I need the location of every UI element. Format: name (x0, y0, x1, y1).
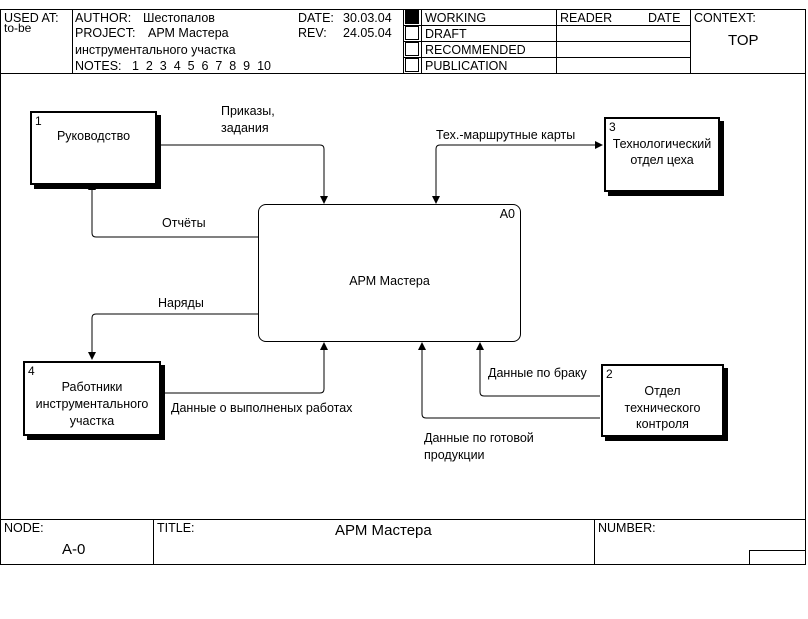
working-checkbox[interactable] (405, 10, 419, 24)
used-at-label: USED AT: (4, 11, 59, 25)
header-row-line (403, 41, 690, 42)
footer-divider (594, 519, 595, 565)
box-number: 1 (35, 114, 42, 128)
reader-date-label: DATE (648, 11, 681, 25)
arrow-label-work-orders: Наряды (158, 296, 204, 310)
main-activity-label: АРМ Мастера (349, 274, 430, 288)
arrow-work-orders (88, 313, 259, 360)
arrow-label-orders: Приказы, (221, 104, 275, 118)
author-label: AUTHOR: (75, 11, 132, 25)
arrow-work-data (162, 342, 328, 394)
project-value: АРМ Мастера (148, 26, 229, 40)
arrow-finished-data (418, 342, 600, 419)
status-working: WORKING (425, 11, 487, 25)
status-publication: PUBLICATION (425, 59, 508, 73)
arrow-label-reports: Отчёты (162, 216, 206, 230)
context-value: TOP (728, 32, 759, 49)
notes-label: NOTES: (75, 59, 122, 73)
box-number: 4 (28, 364, 35, 378)
box-label: инструментального (35, 397, 149, 411)
notes-value: 1 2 3 4 5 6 7 8 9 10 (132, 59, 271, 73)
box-label: участка (69, 414, 115, 428)
box-management[interactable]: 1 Руководство (30, 111, 157, 185)
arrow-label-finished-data: продукции (424, 448, 485, 462)
node-label: NODE: (4, 521, 44, 535)
project-value-line2: инструментального участка (75, 43, 236, 57)
recommended-checkbox[interactable] (405, 42, 419, 56)
rev-value: 24.05.04 (343, 26, 392, 40)
box-label: Работники (61, 380, 123, 394)
rev-label: REV: (298, 26, 327, 40)
node-value: A-0 (62, 541, 86, 558)
number-label: NUMBER: (598, 521, 656, 535)
publication-checkbox[interactable] (405, 58, 419, 72)
title-label: TITLE: (157, 521, 195, 535)
reader-label: READER (560, 11, 613, 25)
arrow-label-orders: задания (221, 121, 269, 135)
arrow-label-finished-data: Данные по готовой (424, 431, 534, 445)
arrow-label-tech-cards: Тех.-маршрутные карты (436, 128, 576, 142)
header-divider (690, 9, 691, 73)
box-tech-department[interactable]: 3 Технологический отдел цеха (604, 117, 720, 192)
box-label: Отдел (644, 384, 681, 398)
header-divider (72, 9, 73, 73)
status-draft: DRAFT (425, 27, 467, 41)
author-value: Шестопалов (143, 11, 215, 25)
header-bottom-border (0, 73, 806, 74)
box-label: технического (624, 401, 701, 415)
box-label: контроля (636, 417, 689, 431)
arrow-defect-data (476, 342, 600, 397)
draft-checkbox[interactable] (405, 26, 419, 40)
arrow-label-work-data: Данные о выполненых работах (171, 401, 353, 415)
project-label: PROJECT: (75, 26, 136, 40)
header-row-line (403, 57, 690, 58)
status-recommended: RECOMMENDED (425, 43, 526, 57)
box-label: Технологический (612, 137, 712, 151)
used-at-value: to-be (4, 21, 32, 35)
box-quality-control[interactable]: 2 Отдел технического контроля (601, 364, 724, 437)
header-row-line (403, 25, 690, 26)
footer-divider (153, 519, 154, 565)
main-activity-code: A0 (499, 207, 515, 221)
box-label: Руководство (56, 129, 131, 143)
footer-top-border (0, 519, 806, 520)
footer-page-box (749, 550, 806, 565)
box-label: отдел цеха (630, 153, 694, 167)
box-workers[interactable]: 4 Работники инструментального участка (23, 361, 161, 436)
date-label: DATE: (298, 11, 334, 25)
main-activity-box[interactable]: A0 АРМ Мастера (258, 204, 521, 342)
arrow-tech-cards-to-dept (435, 141, 603, 160)
box-number: 2 (606, 367, 613, 381)
arrow-reports (88, 182, 259, 238)
context-label: CONTEXT: (694, 11, 756, 25)
arrow-label-defect-data: Данные по браку (488, 366, 587, 380)
date-value: 30.03.04 (343, 11, 392, 25)
arrow-orders (157, 144, 328, 204)
box-number: 3 (609, 120, 616, 134)
title-value: АРМ Мастера (335, 522, 432, 539)
